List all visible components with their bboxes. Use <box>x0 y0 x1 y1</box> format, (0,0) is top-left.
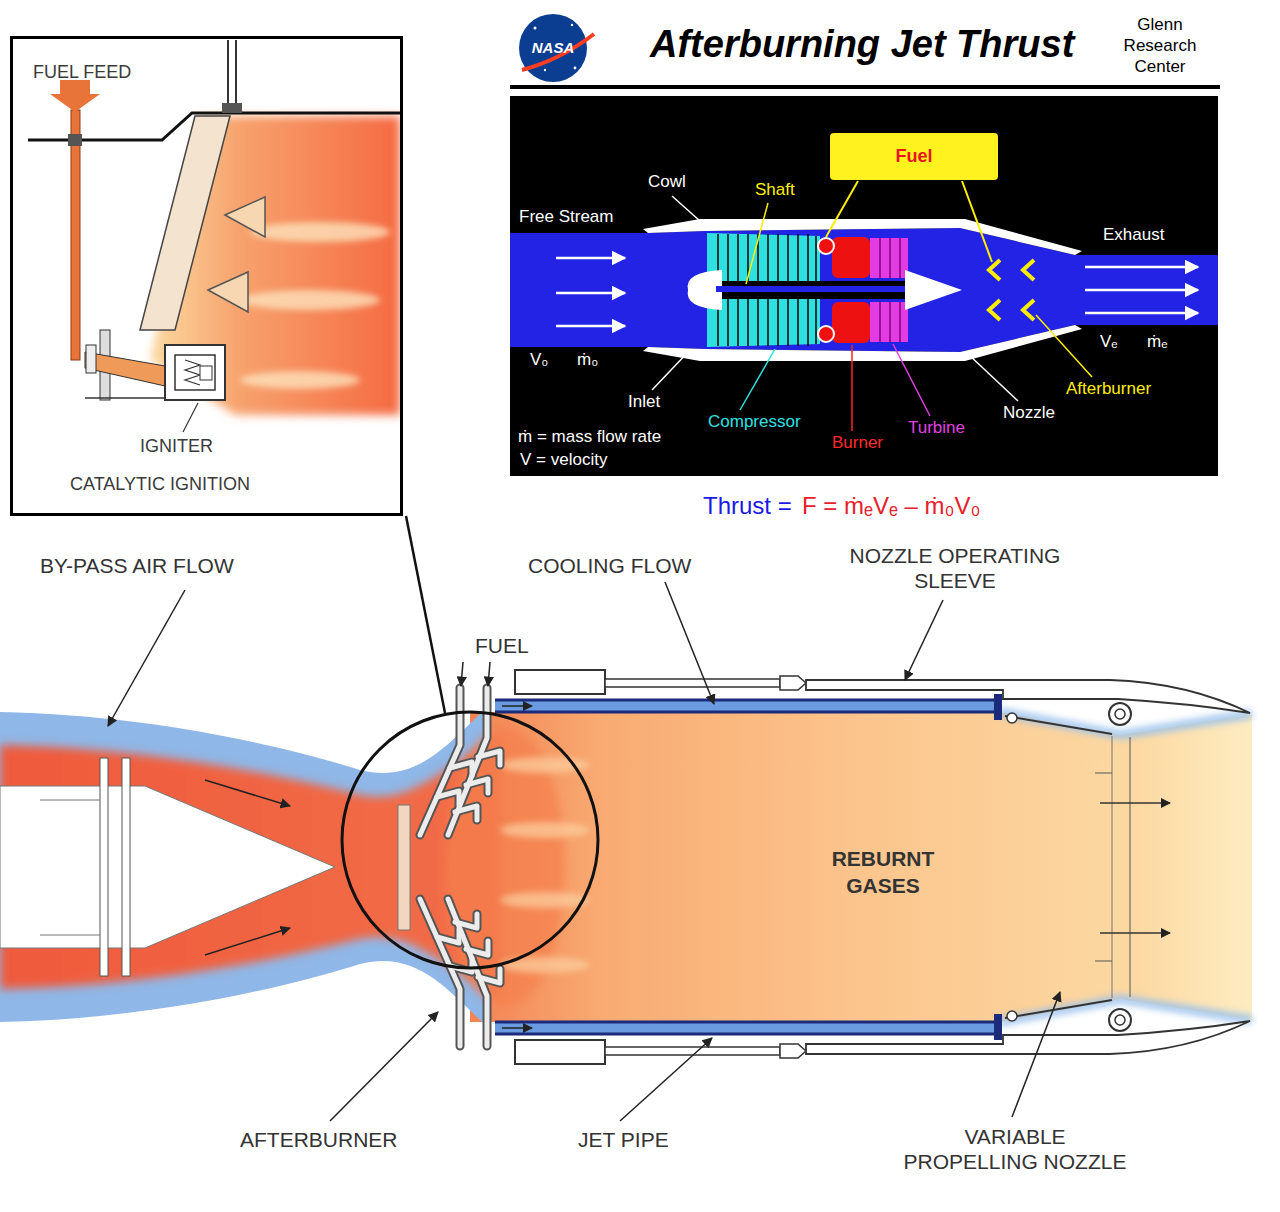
part-label: NOZZLE OPERATING SLEEVE <box>835 543 1075 593</box>
text-wrap: IGNITER <box>140 436 213 458</box>
text-wrap: ṁ₀ <box>577 350 598 370</box>
part-label: Cowl <box>648 172 686 192</box>
nasa-logo <box>519 14 594 82</box>
legend-note: ṁ = mass flow rate <box>518 427 661 447</box>
text-wrap: Burner <box>832 433 883 453</box>
part-label: Burner <box>832 433 883 453</box>
part-label: NOZZLE OPERATING SLEEVE <box>835 543 1075 593</box>
part-label: IGNITER <box>140 436 213 458</box>
part-label: AFTERBURNER <box>240 1127 398 1152</box>
inset-illustration <box>28 40 400 432</box>
text-wrap: Cowl <box>648 172 686 192</box>
inset-box: FUEL FEED IGNITER CATALYTIC IGNITION <box>10 36 403 516</box>
part-label: JET PIPE <box>578 1127 669 1152</box>
organization-name: Glenn Research Center <box>1112 14 1208 77</box>
fuel-box: Fuel <box>830 133 998 180</box>
text-wrap: FUEL FEED <box>33 62 131 84</box>
part-label: Afterburner <box>1066 379 1151 399</box>
text-wrap: Vₑ <box>1100 332 1118 352</box>
organization-name: Glenn Research Center <box>1112 14 1208 77</box>
engine-schematic <box>510 96 1218 476</box>
text-wrap: Free Stream <box>519 207 613 227</box>
part-label: Inlet <box>628 392 660 412</box>
legend-note: V = velocity <box>520 450 607 470</box>
symbol-label: V₀ <box>530 350 548 370</box>
symbol-label: ṁₑ <box>1147 332 1167 352</box>
text-wrap: Fuel <box>895 146 932 168</box>
text-wrap: ṁₑ <box>1147 332 1167 352</box>
part-label: VARIABLE PROPELLING NOZZLE <box>902 1124 1128 1174</box>
box-label: Fuel <box>895 146 932 168</box>
text-wrap: V = velocity <box>520 450 607 470</box>
equation-term: Thrust = <box>703 492 792 521</box>
part-label: Shaft <box>755 180 795 200</box>
text-wrap: Shaft <box>755 180 795 200</box>
part-label: BY-PASS AIR FLOW <box>40 553 234 578</box>
text-wrap: Afterburner <box>1066 379 1151 399</box>
part-label: FUEL <box>475 633 529 658</box>
title: Afterburning Jet Thrust <box>650 22 1074 68</box>
text-wrap: Exhaust <box>1103 225 1164 245</box>
part-label: Nozzle <box>1003 403 1055 423</box>
part-label: COOLING FLOW <box>528 553 691 578</box>
caption-label: CATALYTIC IGNITION <box>70 474 250 496</box>
flow-label: Exhaust <box>1103 225 1164 245</box>
thrust-equation: F = ṁₑVₑ – ṁ₀V₀ <box>802 492 980 521</box>
part-label: JET PIPE <box>578 1127 669 1152</box>
region-label: REBURNT GASES <box>808 845 958 899</box>
title-wrap: Afterburning Jet Thrust <box>650 22 1074 68</box>
engine-panel: Cowl ShaftFree StreamExhaustV₀ ṁ₀ InletComp… <box>510 96 1218 476</box>
part-label: BY-PASS AIR FLOW <box>40 553 234 578</box>
text-wrap: ṁ = mass flow rate <box>518 427 661 447</box>
logo-text: NASA <box>532 39 575 57</box>
thrust-equation: F = ṁₑVₑ – ṁ₀V₀ <box>802 492 980 521</box>
flow-label: Free Stream <box>519 207 613 227</box>
text-wrap: Compressor <box>708 412 801 432</box>
text-wrap: Inlet <box>628 392 660 412</box>
afterburner-illustration <box>0 516 1252 1121</box>
logo-text: NASA <box>532 39 575 57</box>
part-label: FUEL <box>475 633 529 658</box>
text-wrap: CATALYTIC IGNITION <box>70 474 250 496</box>
part-label: VARIABLE PROPELLING NOZZLE <box>902 1124 1128 1174</box>
region-label: REBURNT GASES <box>808 845 958 899</box>
part-label: Compressor <box>708 412 801 432</box>
part-label: COOLING FLOW <box>528 553 691 578</box>
part-label: AFTERBURNER <box>240 1127 398 1152</box>
symbol-label: ṁ₀ <box>577 350 598 370</box>
text-wrap: V₀ <box>530 350 548 370</box>
part-label: Turbine <box>908 418 965 438</box>
symbol-label: Vₑ <box>1100 332 1118 352</box>
title-rule <box>510 85 1220 89</box>
part-label: FUEL FEED <box>33 62 131 84</box>
text-wrap: Nozzle <box>1003 403 1055 423</box>
equation-term: Thrust = <box>703 492 792 521</box>
text-wrap: Turbine <box>908 418 965 438</box>
